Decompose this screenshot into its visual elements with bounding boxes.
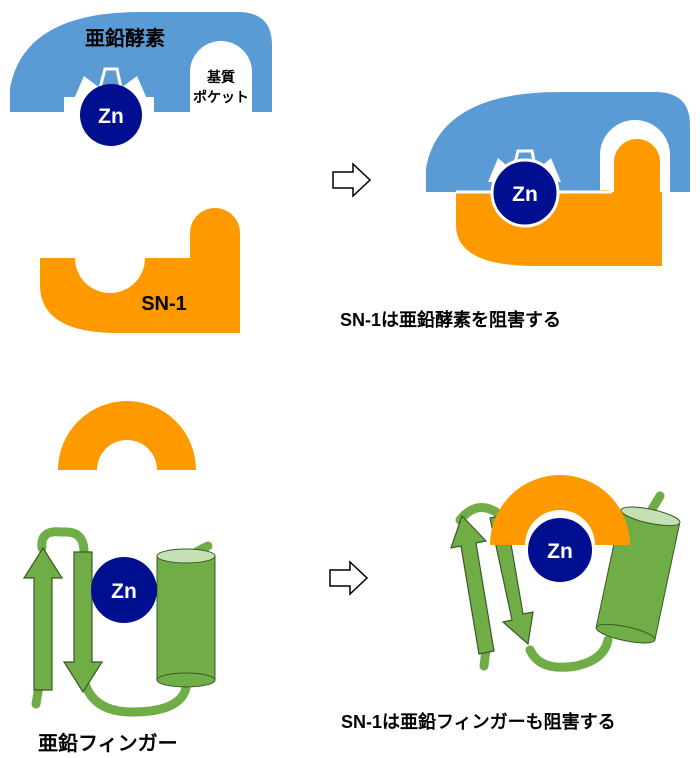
pocket-label-bottom: ポケット — [193, 89, 249, 105]
hollow-right-arrow-icon — [332, 162, 372, 198]
finger-inhibition-caption: SN-1は亜鉛フィンガーも阻害する — [341, 712, 616, 732]
hollow-right-arrow-icon — [329, 560, 369, 596]
alpha-helix-cylinder-icon — [156, 548, 216, 688]
enzyme-inhibition-caption: SN-1は亜鉛酵素を阻害する — [340, 310, 562, 330]
zinc-finger-sn1-complex — [450, 475, 681, 672]
pocket-label-top: 基質 — [207, 69, 235, 85]
zn-ion: Zn — [526, 516, 594, 584]
zn-label: Zn — [512, 183, 538, 206]
sn1-semicircle — [58, 401, 196, 470]
beta-strand-up-icon — [22, 546, 64, 691]
zn-label: Zn — [111, 580, 137, 603]
zn-ion: Zn — [490, 158, 560, 228]
zinc-finger-shape — [22, 527, 216, 717]
sn1-shape — [40, 208, 240, 333]
zn-ion: Zn — [91, 557, 157, 623]
sn1-semicircle — [490, 475, 630, 545]
enzyme-sn1-complex — [426, 92, 690, 266]
zn-label: Zn — [98, 105, 124, 128]
sn1-label: SN-1 — [141, 293, 187, 315]
zn-ion: Zn — [80, 84, 142, 146]
enzyme-label: 亜鉛酵素 — [85, 26, 165, 50]
beta-strand-down-icon — [62, 551, 104, 694]
beta-strand-up-icon — [450, 514, 495, 655]
zn-label: Zn — [547, 540, 573, 563]
zinc-finger-label: 亜鉛フィンガー — [38, 733, 178, 755]
